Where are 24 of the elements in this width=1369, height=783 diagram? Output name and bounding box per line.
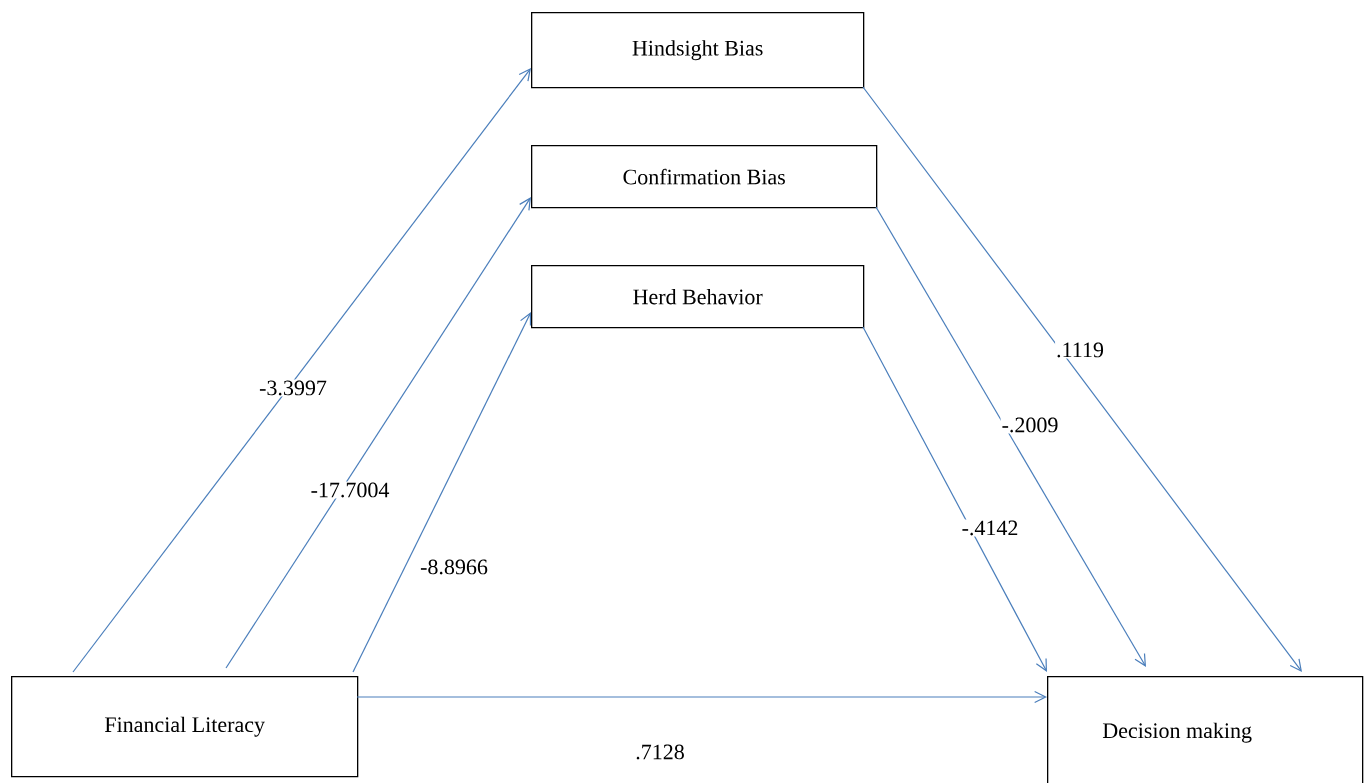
process-box — [1047, 676, 1364, 783]
box-label: Herd Behavior — [633, 288, 763, 305]
edge-label: -.2009 — [1000, 416, 1060, 434]
arrow — [862, 86, 1302, 672]
edge-label: -17.7004 — [309, 481, 391, 499]
process-box — [531, 12, 865, 89]
process-box — [11, 676, 359, 778]
process-box — [531, 145, 878, 209]
box-label: Financial Literacy — [104, 716, 265, 737]
box-label: Decision making — [1102, 722, 1252, 743]
box-label: Confirmation Bias — [623, 168, 785, 185]
process-box — [531, 265, 865, 329]
arrow — [225, 197, 531, 669]
arrow — [356, 690, 1047, 704]
edge-label: -3.3997 — [258, 379, 328, 397]
arrow — [875, 206, 1146, 667]
edge-label: -.4142 — [960, 519, 1020, 537]
arrow — [72, 68, 531, 673]
box-label: Hindsight Bias — [632, 40, 763, 61]
edge-label: .7128 — [634, 743, 686, 761]
edge-label: -8.8966 — [419, 558, 489, 576]
arrow — [862, 326, 1047, 672]
arrow — [352, 312, 532, 673]
edge-label: .1119 — [1055, 341, 1105, 359]
